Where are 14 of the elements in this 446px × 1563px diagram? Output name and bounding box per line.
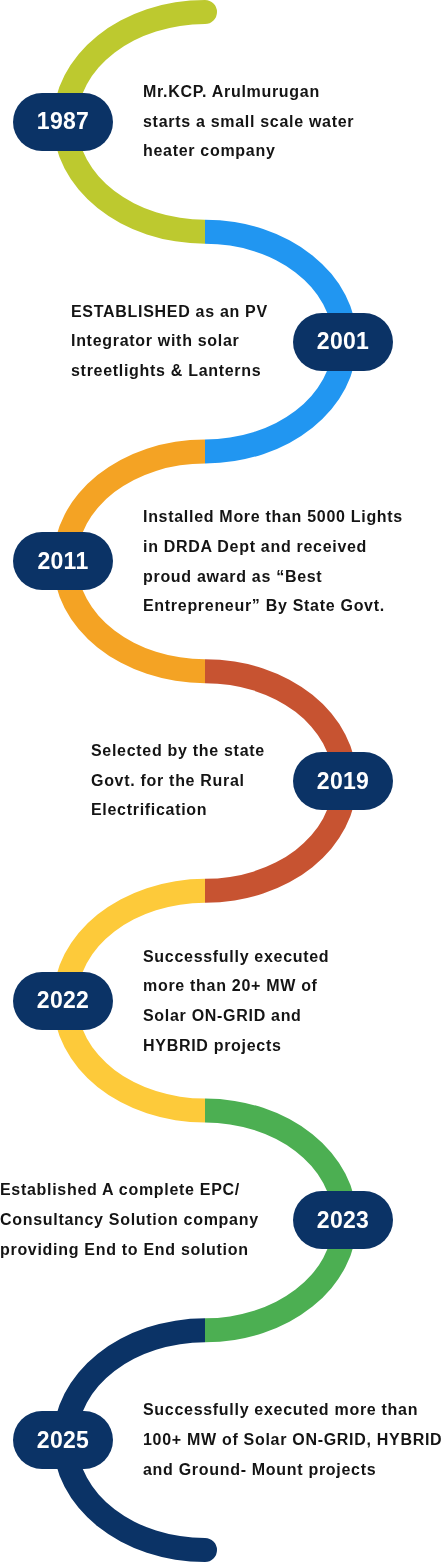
year-badge: 2011: [13, 532, 113, 591]
year-badge: 2022: [13, 971, 113, 1030]
year-badge: 2019: [293, 752, 393, 810]
milestone-description: Installed More than 5000 Lights in DRDA Dept and received proud award as “Best Entrepreneur” By State Govt.: [143, 506, 404, 616]
milestone-description: ESTABLISHED as an PV Integrator with solar streetlights & Lanterns: [71, 302, 269, 382]
milestone-description: Mr.KCP. Arulmurugan starts a small scale water heater company: [143, 82, 356, 162]
milestone-description: Successfully executed more than 100+ MW of Solar ON-GRID, HYBRID and Ground- Mount projects: [143, 1400, 444, 1480]
milestone-description: Established A complete EPC/ Consultancy Solution company providing End to End solution: [0, 1180, 260, 1261]
year-badge: 2023: [293, 1191, 393, 1250]
year-badge: 2025: [13, 1411, 113, 1470]
year-badge: 2001: [293, 312, 393, 371]
milestone-description: Successfully executed more than 20+ MW of Solar ON-GRID and HYBRID projects: [143, 946, 331, 1056]
year-badge: 1987: [13, 92, 113, 151]
milestone-description: Selected by the state Govt. for the Rural Electrification: [91, 741, 266, 821]
